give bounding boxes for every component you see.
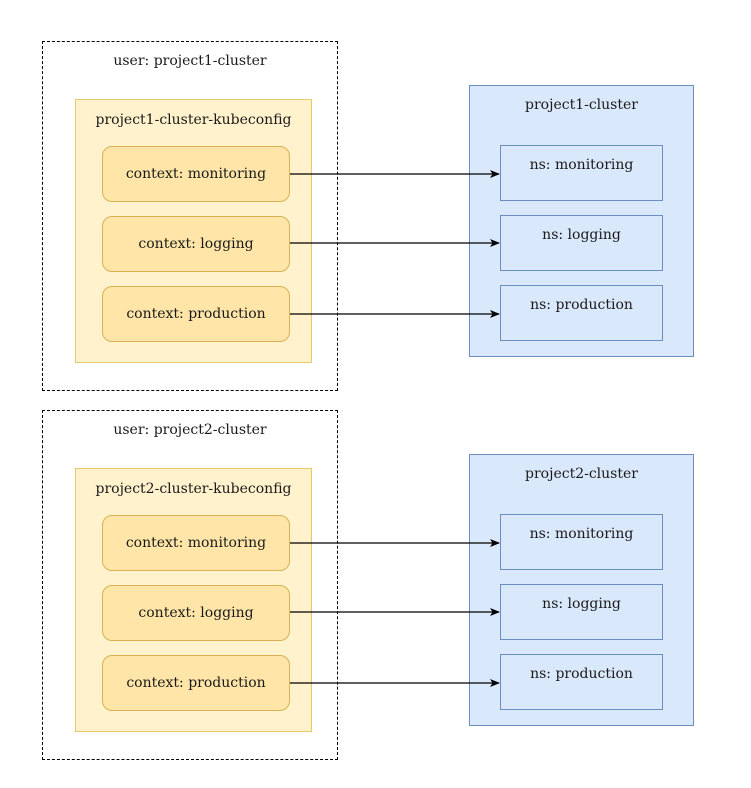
namespace-production: ns: production — [500, 654, 663, 710]
context-monitoring: context: monitoring — [102, 146, 290, 202]
namespace-label: ns: logging — [542, 596, 621, 612]
namespace-production: ns: production — [500, 285, 663, 341]
cluster-label: project2-cluster — [525, 466, 638, 482]
context-production: context: production — [102, 286, 290, 342]
namespace-label: ns: monitoring — [529, 526, 634, 542]
kubeconfig-label: project2-cluster-kubeconfig — [95, 481, 292, 497]
context-logging: context: logging — [102, 216, 290, 272]
namespace-label: ns: monitoring — [529, 157, 634, 173]
context-production: context: production — [102, 655, 290, 711]
namespace-label: ns: production — [530, 297, 633, 313]
namespace-label: ns: production — [530, 666, 633, 682]
context-logging: context: logging — [102, 585, 290, 641]
user-label: user: project1-cluster — [113, 53, 267, 69]
user-label: user: project2-cluster — [113, 422, 267, 438]
namespace-logging: ns: logging — [500, 215, 663, 271]
namespace-monitoring: ns: monitoring — [500, 514, 663, 570]
user-box-project1: user: project1-cluster — [42, 41, 338, 391]
user-box-project2: user: project2-cluster — [42, 410, 338, 760]
namespace-monitoring: ns: monitoring — [500, 145, 663, 201]
namespace-label: ns: logging — [542, 227, 621, 243]
context-monitoring: context: monitoring — [102, 515, 290, 571]
namespace-logging: ns: logging — [500, 584, 663, 640]
cluster-label: project1-cluster — [525, 97, 638, 113]
kubeconfig-label: project1-cluster-kubeconfig — [95, 112, 292, 128]
